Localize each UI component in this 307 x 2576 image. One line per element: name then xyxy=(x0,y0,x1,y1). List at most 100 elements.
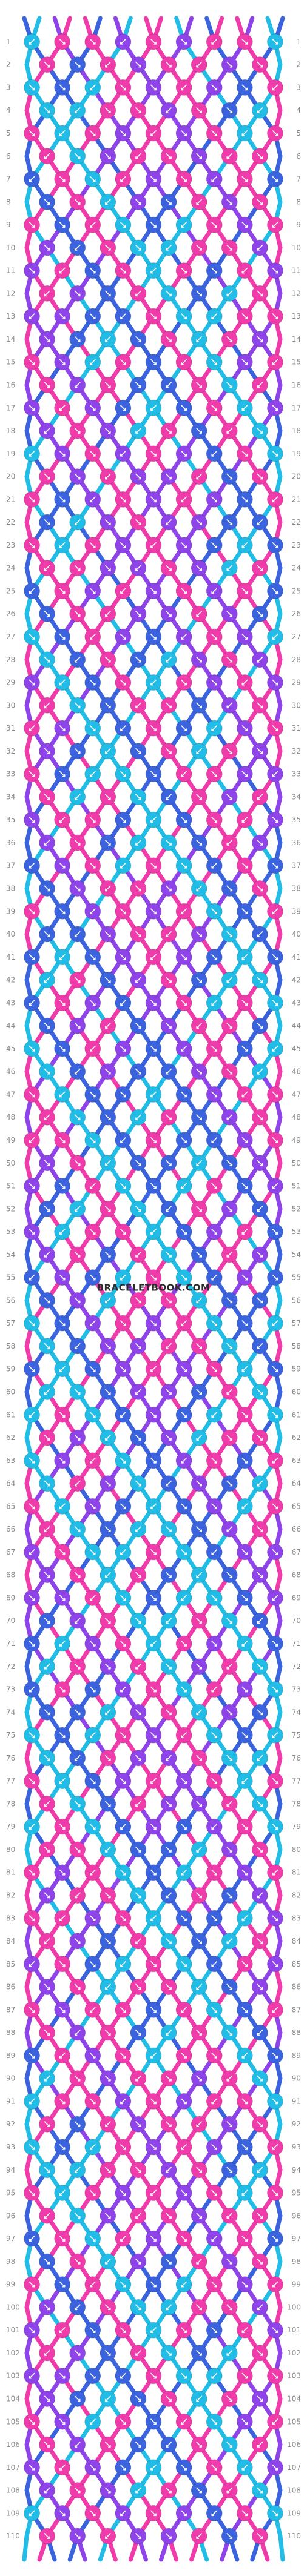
row-number-left: 88 xyxy=(6,2028,15,2037)
row-number-left: 77 xyxy=(6,1777,15,1785)
knot-arrow-icon xyxy=(105,1068,111,1075)
knot-arrow-icon xyxy=(226,473,233,480)
knot-arrow-icon xyxy=(150,2281,157,2288)
knot-arrow-icon xyxy=(211,2053,218,2059)
knot-arrow-icon xyxy=(120,2418,126,2425)
knot-arrow-icon xyxy=(135,1343,141,1349)
knot xyxy=(100,1200,116,1217)
knot xyxy=(130,1979,147,1996)
knot xyxy=(130,2116,147,2133)
knot xyxy=(69,514,86,531)
row-number-left: 38 xyxy=(6,884,15,892)
knot xyxy=(175,399,192,416)
knot xyxy=(145,1773,162,1790)
knot-arrow-icon xyxy=(226,840,233,846)
knot xyxy=(160,2436,177,2453)
row-number-left: 51 xyxy=(6,1182,15,1190)
knot-arrow-icon xyxy=(150,634,157,640)
knot xyxy=(251,193,268,210)
knot xyxy=(145,2276,162,2293)
knot xyxy=(160,1750,177,1767)
knot xyxy=(130,2162,147,2179)
knot-arrow-icon xyxy=(29,1458,35,1464)
knot-arrow-icon xyxy=(120,862,126,869)
knot-arrow-icon xyxy=(166,1892,172,1899)
knot xyxy=(69,880,86,897)
row-number-left: 79 xyxy=(6,1822,15,1831)
knot-arrow-icon xyxy=(105,2166,111,2173)
knot-arrow-icon xyxy=(272,1595,278,1601)
knot xyxy=(206,1269,223,1286)
knot-arrow-icon xyxy=(29,1274,35,1281)
knot xyxy=(54,1315,71,1332)
knot xyxy=(24,2276,41,2293)
row-number-right: 24 xyxy=(292,564,301,573)
knot-arrow-icon xyxy=(89,1686,96,1693)
knot xyxy=(160,651,177,668)
row-number-right: 1 xyxy=(296,38,301,46)
knot-arrow-icon xyxy=(211,771,218,777)
knot-arrow-icon xyxy=(135,2166,141,2173)
knot xyxy=(266,2001,283,2018)
row-number-right: 75 xyxy=(292,1731,301,1739)
knot xyxy=(160,468,177,485)
knot-arrow-icon xyxy=(241,954,248,960)
knot xyxy=(24,1269,41,1286)
knot xyxy=(191,2528,207,2544)
knot-arrow-icon xyxy=(226,1755,233,1761)
row-number-right: 28 xyxy=(292,656,301,664)
knot xyxy=(54,1178,71,1195)
row-number-right: 36 xyxy=(292,838,301,847)
knot-arrow-icon xyxy=(120,2510,126,2517)
row-number-right: 15 xyxy=(292,358,301,367)
knot xyxy=(130,605,147,622)
knot xyxy=(266,125,283,142)
knot-arrow-icon xyxy=(150,1641,157,1647)
knot-arrow-icon xyxy=(257,748,263,754)
knot-arrow-icon xyxy=(135,428,141,434)
knot xyxy=(130,1155,147,1172)
knot xyxy=(69,2299,86,2315)
row-number-left: 73 xyxy=(6,1685,15,1694)
knot xyxy=(130,2024,147,2041)
knot xyxy=(236,1132,253,1149)
row-number-right: 43 xyxy=(292,998,301,1007)
knot-arrow-icon xyxy=(257,1435,263,1441)
knot-arrow-icon xyxy=(29,2510,35,2517)
knot-arrow-icon xyxy=(135,1618,141,1624)
knot xyxy=(130,1704,147,1721)
knot xyxy=(69,1155,86,1172)
knot xyxy=(175,1406,192,1423)
knot-arrow-icon xyxy=(241,908,248,915)
knot xyxy=(221,148,238,165)
knot xyxy=(191,1155,207,1172)
knot xyxy=(84,2185,101,2202)
knot-arrow-icon xyxy=(135,1983,141,1990)
knot-arrow-icon xyxy=(226,1618,233,1624)
row-number-left: 30 xyxy=(6,701,15,709)
knot-arrow-icon xyxy=(105,1755,111,1761)
knot-arrow-icon xyxy=(105,1618,111,1624)
knot xyxy=(236,628,253,645)
knot xyxy=(221,2253,238,2270)
knot xyxy=(160,376,177,393)
knot-arrow-icon xyxy=(211,359,218,365)
knot-arrow-icon xyxy=(44,1755,50,1761)
row-number-right: 79 xyxy=(292,1822,301,1831)
knot-arrow-icon xyxy=(74,2075,81,2082)
knot xyxy=(266,2047,283,2064)
knot xyxy=(175,1910,192,1927)
knot xyxy=(39,2528,56,2544)
knot-arrow-icon xyxy=(196,1572,202,1578)
knot-arrow-icon xyxy=(196,1114,202,1120)
knot-arrow-icon xyxy=(181,1732,187,1738)
knot-arrow-icon xyxy=(89,1183,96,1189)
knot xyxy=(54,1086,71,1103)
knot xyxy=(160,560,177,577)
knot-arrow-icon xyxy=(150,1000,157,1006)
row-number-left: 53 xyxy=(6,1227,15,1236)
knot-arrow-icon xyxy=(29,954,35,960)
knot-arrow-icon xyxy=(74,519,81,525)
knot-arrow-icon xyxy=(74,2442,81,2448)
knot-arrow-icon xyxy=(257,885,263,892)
